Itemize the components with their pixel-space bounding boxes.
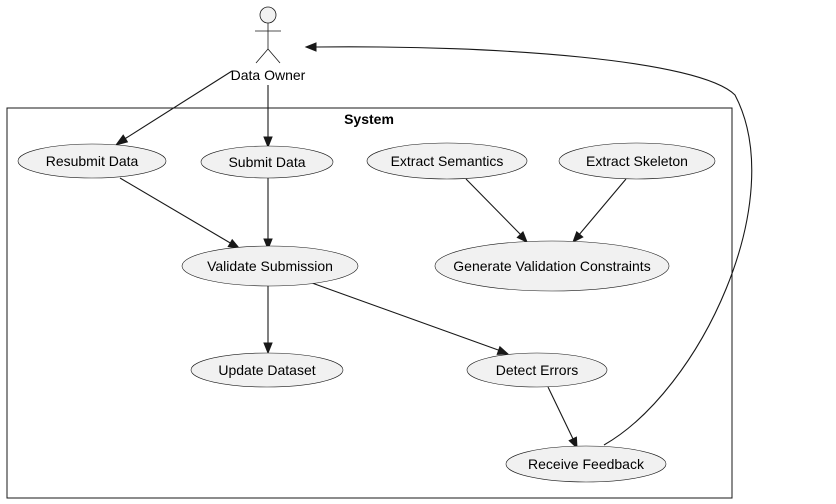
use-case-label: Receive Feedback bbox=[528, 456, 645, 472]
use-case-ellipse bbox=[181, 245, 359, 287]
arrowhead-validate-from-resubmit bbox=[227, 238, 241, 249]
use-case-ellipse bbox=[558, 142, 716, 180]
use-case-ellipse bbox=[434, 240, 670, 292]
arrowhead-owner bbox=[304, 42, 317, 52]
use-case-validate-submission[interactable]: Validate Submission bbox=[181, 245, 359, 287]
use-case-ellipse bbox=[200, 145, 334, 179]
use-case-ellipse bbox=[17, 143, 167, 179]
use-case-resubmit-data[interactable]: Resubmit Data bbox=[17, 143, 167, 179]
arrowhead-validate-from-submit bbox=[263, 238, 273, 251]
use-cases: Resubmit Data Submit Data Extract Semant… bbox=[17, 142, 716, 483]
actor-label: Data Owner bbox=[231, 67, 306, 83]
use-case-update-dataset[interactable]: Update Dataset bbox=[190, 352, 344, 388]
use-case-ellipse bbox=[505, 445, 667, 483]
actor-right-leg-icon bbox=[267, 48, 281, 64]
use-case-extract-skeleton[interactable]: Extract Skeleton bbox=[558, 142, 716, 180]
edge-skeleton-to-constraints bbox=[577, 178, 627, 237]
actor-head-icon bbox=[259, 6, 277, 24]
use-case-submit-data[interactable]: Submit Data bbox=[200, 145, 334, 179]
use-case-ellipse bbox=[466, 352, 608, 388]
edge-validate-to-detect bbox=[311, 282, 502, 352]
use-case-label: Update Dataset bbox=[218, 362, 315, 378]
use-case-label: Detect Errors bbox=[496, 362, 578, 378]
edge-feedback-to-owner bbox=[315, 46, 753, 446]
use-case-label: Extract Semantics bbox=[391, 153, 504, 169]
use-case-ellipse bbox=[366, 142, 528, 180]
arrowhead-feedback bbox=[568, 436, 578, 450]
edge-detect-to-feedback bbox=[547, 386, 575, 442]
use-case-label: Generate Validation Constraints bbox=[453, 258, 650, 274]
use-case-label: Validate Submission bbox=[207, 258, 333, 274]
use-case-generate-validation-constraints[interactable]: Generate Validation Constraints bbox=[434, 240, 670, 292]
edge-semantics-to-constraints bbox=[465, 178, 523, 237]
use-case-receive-feedback[interactable]: Receive Feedback bbox=[505, 445, 667, 483]
edge-owner-to-resubmit bbox=[122, 70, 233, 141]
arrowhead-resubmit bbox=[114, 134, 129, 146]
system-title: System bbox=[344, 111, 394, 127]
arrowhead-constraints-from-semantics bbox=[516, 231, 528, 243]
edges bbox=[114, 42, 753, 450]
use-case-label: Extract Skeleton bbox=[586, 153, 688, 169]
use-case-label: Submit Data bbox=[228, 154, 305, 170]
arrowhead-constraints-from-skeleton bbox=[572, 230, 584, 244]
edge-resubmit-to-validate bbox=[119, 177, 233, 245]
arrowhead-detect bbox=[496, 345, 510, 355]
use-case-detect-errors[interactable]: Detect Errors bbox=[466, 352, 608, 388]
arrowhead-submit bbox=[263, 136, 273, 149]
use-case-label: Resubmit Data bbox=[46, 153, 139, 169]
actor-left-leg-icon bbox=[255, 48, 269, 64]
use-case-extract-semantics[interactable]: Extract Semantics bbox=[366, 142, 528, 180]
arrowhead-update bbox=[263, 342, 273, 355]
use-case-ellipse bbox=[190, 352, 344, 388]
actor-data-owner[interactable]: Data Owner bbox=[231, 6, 306, 83]
